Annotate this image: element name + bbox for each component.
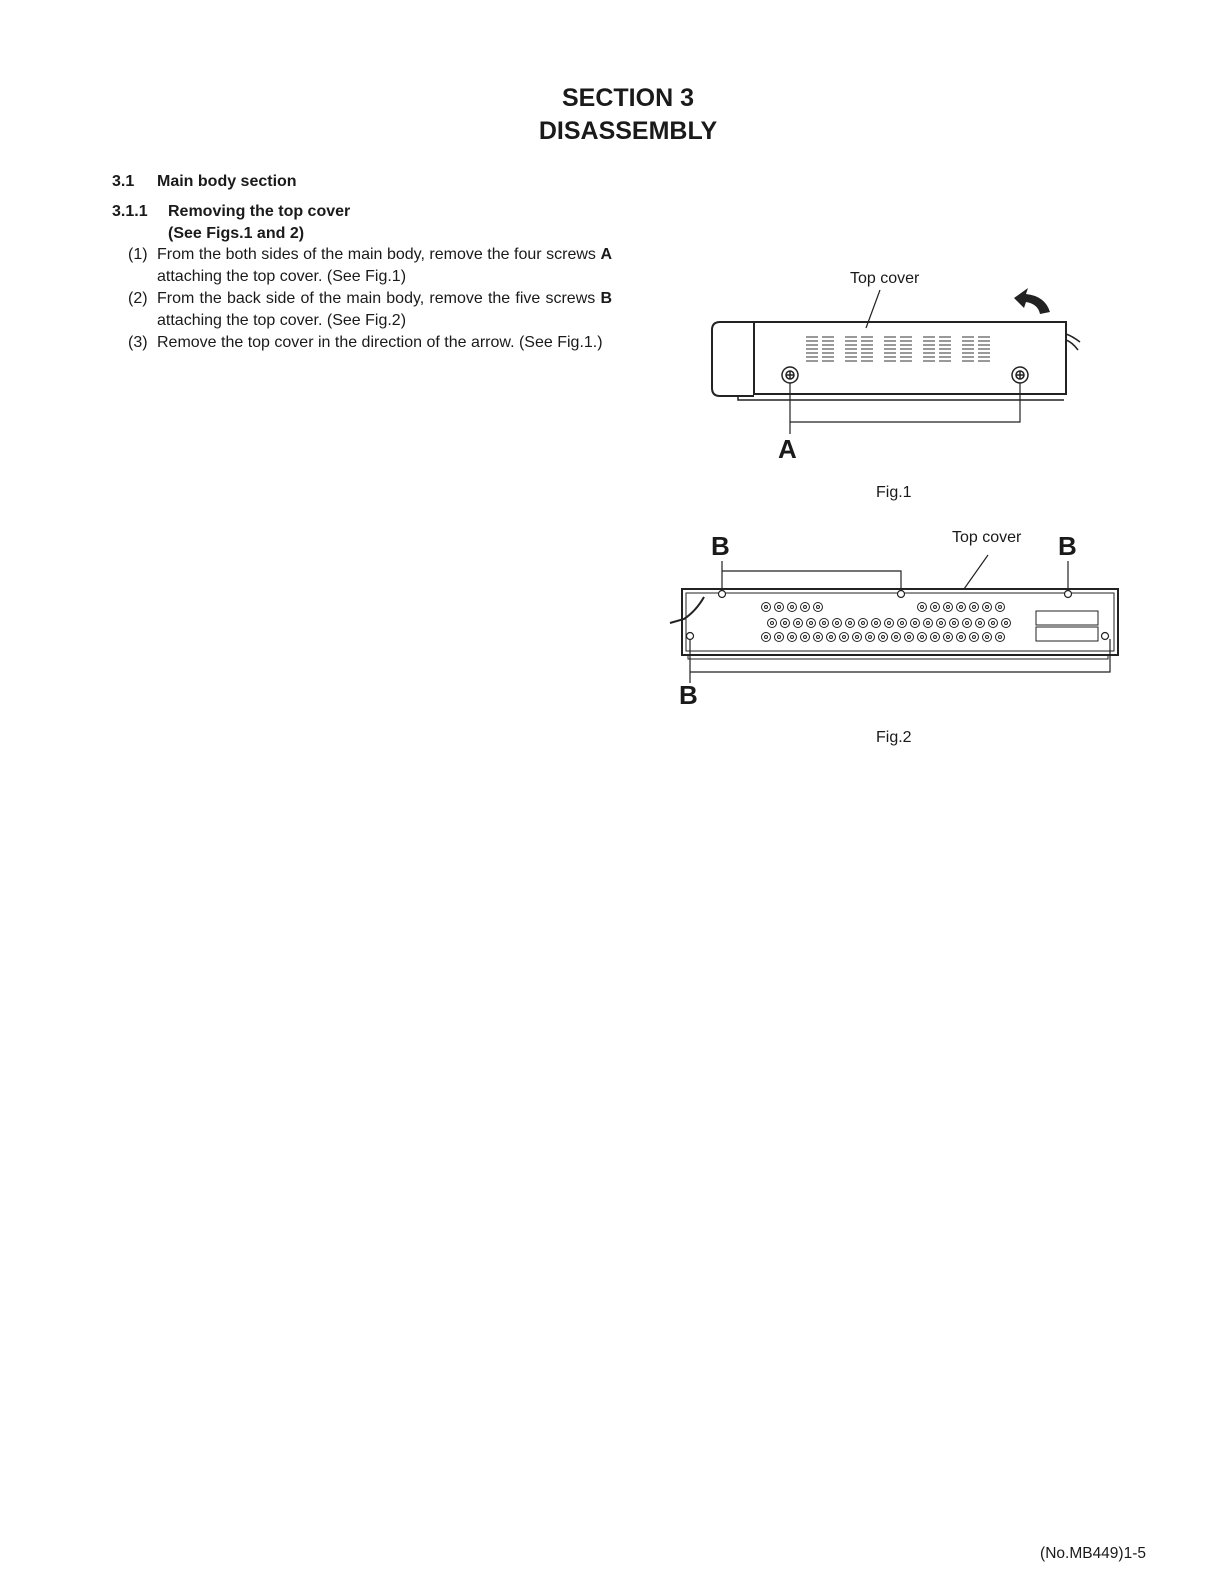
section-title-3-1: Main body section xyxy=(157,173,297,190)
step-3: (3) Remove the top cover in the direction… xyxy=(112,332,612,354)
section-number-3-1-1: 3.1.1 xyxy=(112,203,148,220)
step-1: (1) From the both sides of the main body,… xyxy=(112,244,612,288)
procedure-steps: (1) From the both sides of the main body,… xyxy=(112,244,612,354)
section-title-3-1-1: Removing the top cover xyxy=(168,203,351,220)
fig1-top-cover-label: Top cover xyxy=(850,270,920,287)
step-1-text-end: attaching the top cover. (See Fig.1) xyxy=(157,268,407,285)
section-subtitle-3-1-1: (See Figs.1 and 2) xyxy=(168,225,305,242)
figure-2-caption: Fig.2 xyxy=(876,729,912,746)
figure-2-drawing xyxy=(669,554,1119,683)
step-2: (2) From the back side of the main body, … xyxy=(112,288,612,332)
figure-1-caption: Fig.1 xyxy=(876,484,912,501)
step-3-text: Remove the top cover in the direction of… xyxy=(157,334,603,351)
fig2-screw-b-bottom-label: B xyxy=(679,680,698,710)
section-number: SECTION 3 xyxy=(562,84,694,112)
step-2-text-end: attaching the top cover. (See Fig.2) xyxy=(157,312,407,329)
fig2-screw-b-left-label: B xyxy=(711,531,730,561)
page-title: DISASSEMBLY xyxy=(538,117,718,145)
step-2-text: From the back side of the main body, rem… xyxy=(157,290,601,307)
step-2-screw-label: B xyxy=(600,290,612,307)
section-heading-3-1: 3.1 Main body section xyxy=(112,172,297,192)
fig2-screw-b-right-label: B xyxy=(1058,531,1077,561)
page-reference: (No.MB449)1-5 xyxy=(1040,1545,1146,1562)
step-1-index: (1) xyxy=(128,246,148,263)
figure-2-rear-view: Top cover B B B xyxy=(668,525,1128,715)
step-2-index: (2) xyxy=(128,290,148,307)
fig1-screw-a-label: A xyxy=(778,434,797,464)
figure-1-drawing xyxy=(711,288,1081,434)
step-3-index: (3) xyxy=(128,334,148,351)
fig2-top-cover-label: Top cover xyxy=(952,529,1022,546)
step-1-screw-label: A xyxy=(600,246,612,263)
section-number-3-1: 3.1 xyxy=(112,173,135,190)
step-1-text: From the both sides of the main body, re… xyxy=(157,246,601,263)
section-heading-3-1-1: 3.1.1 Removing the top cover xyxy=(112,202,350,222)
figure-1-side-view: Top cover A xyxy=(700,260,1100,470)
